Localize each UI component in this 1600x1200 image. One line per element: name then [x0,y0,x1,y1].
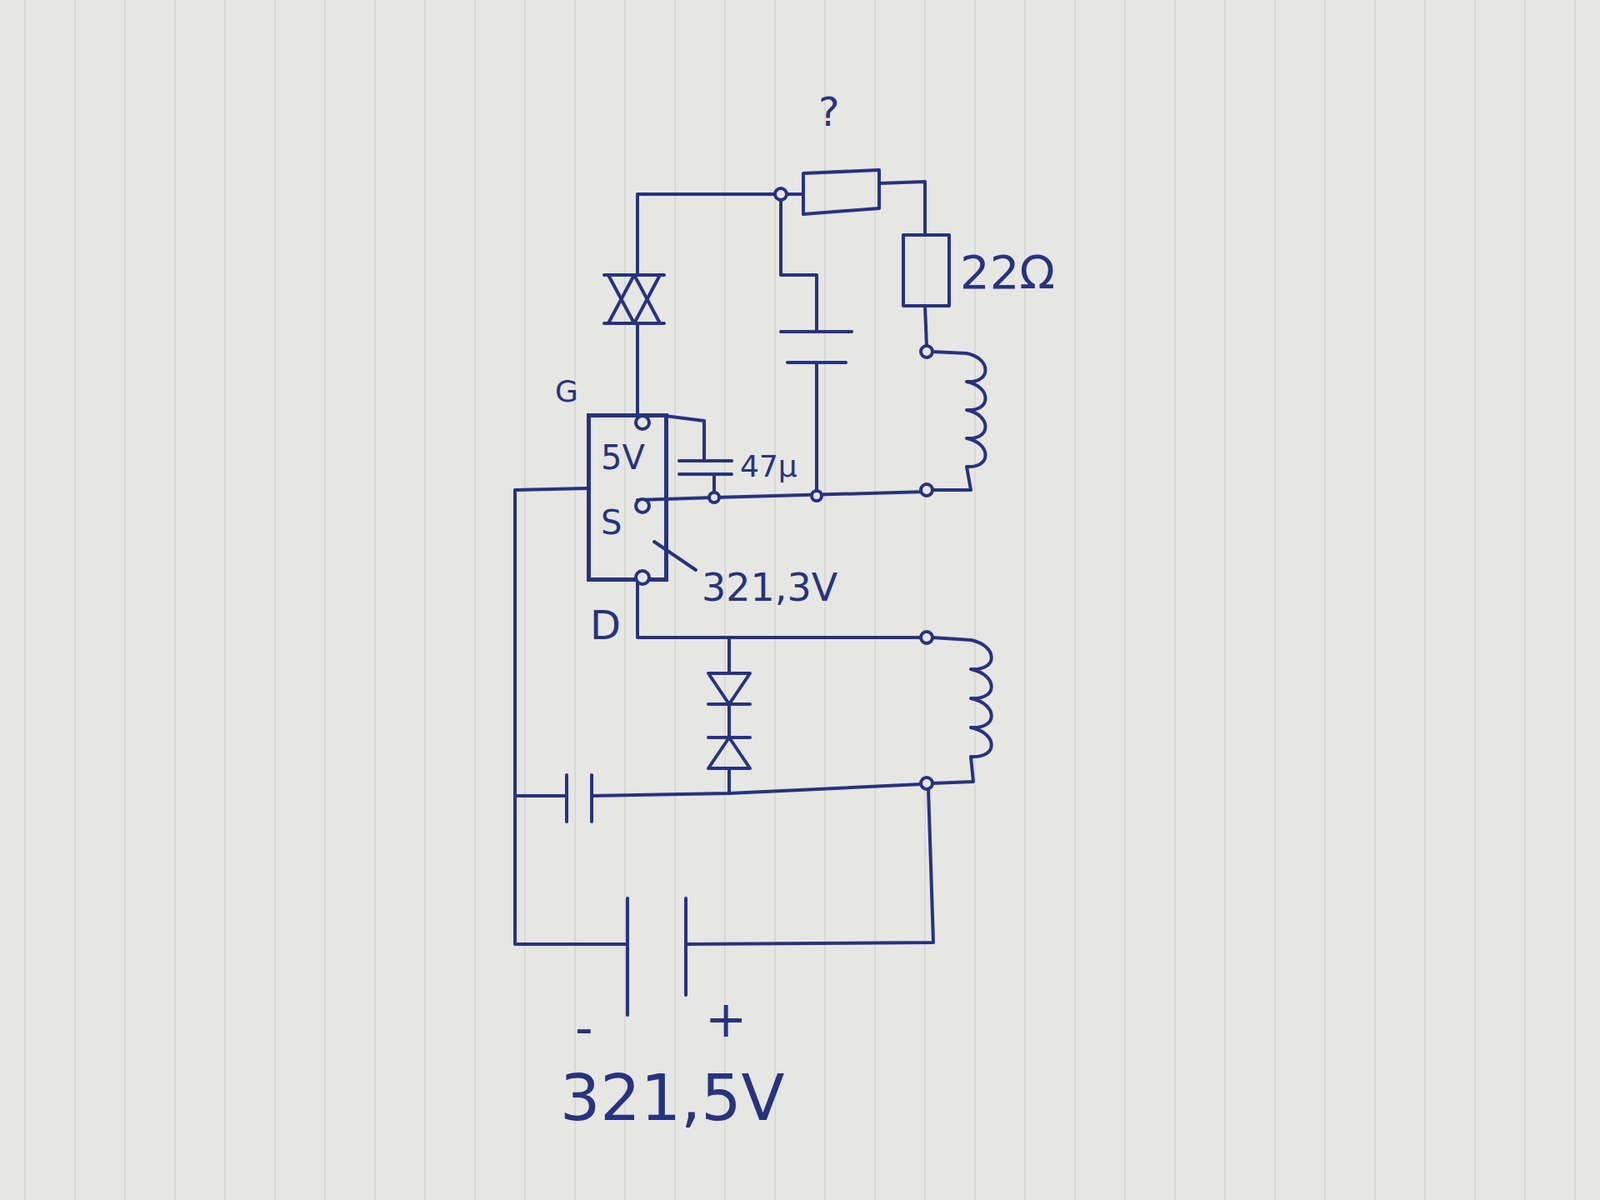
mosfet-box: 5V S [586,413,669,582]
leader-line [654,541,696,570]
capacitor-plate [565,775,569,822]
capacitor-plate [679,459,732,463]
text-label: + [705,991,747,1047]
text-label: - [575,1000,594,1055]
junction-dot [920,484,933,496]
text-label: 5V [600,439,645,476]
wire [515,794,567,798]
wire [635,323,640,414]
junction-dot [920,345,933,358]
diode-symbol [708,673,750,705]
text-label: S [600,504,622,541]
diac-symbol [604,275,665,324]
capacitor-plate [590,775,594,822]
junction-dot [775,188,787,200]
resistor-symbol [903,235,950,306]
capacitor-plate [679,472,732,476]
text-label: 47µ [740,450,798,484]
wire [685,788,934,945]
diode-symbol [708,737,750,769]
source-terminal-dot [634,497,651,515]
battery-plate [625,898,630,1015]
junction-dot [709,492,720,503]
junction-dot [920,777,933,790]
text-label: 22Ω [960,246,1055,299]
junction-dot [920,631,933,644]
text-label: ? [818,90,840,135]
battery-plate [684,898,688,995]
wire [727,637,731,674]
wire [879,181,925,235]
wire [925,305,927,347]
wire [727,768,731,794]
text-label: G [555,375,579,409]
text-label: D [590,603,621,648]
wire [780,194,817,332]
junction-dot [811,490,822,501]
wire [637,491,927,500]
wire [591,784,922,796]
gate-terminal-dot [634,414,651,431]
resistor-symbol [803,170,880,215]
drain-terminal-dot [634,569,651,586]
coil-symbol [931,637,992,784]
wire [515,488,628,945]
wire [637,194,781,275]
capacitor-plate [780,330,852,334]
coil-symbol [931,351,986,490]
wire [815,362,819,498]
text-label: 321,5V [560,1063,785,1134]
wire [727,704,731,738]
text-label: 321,3V [701,566,838,610]
